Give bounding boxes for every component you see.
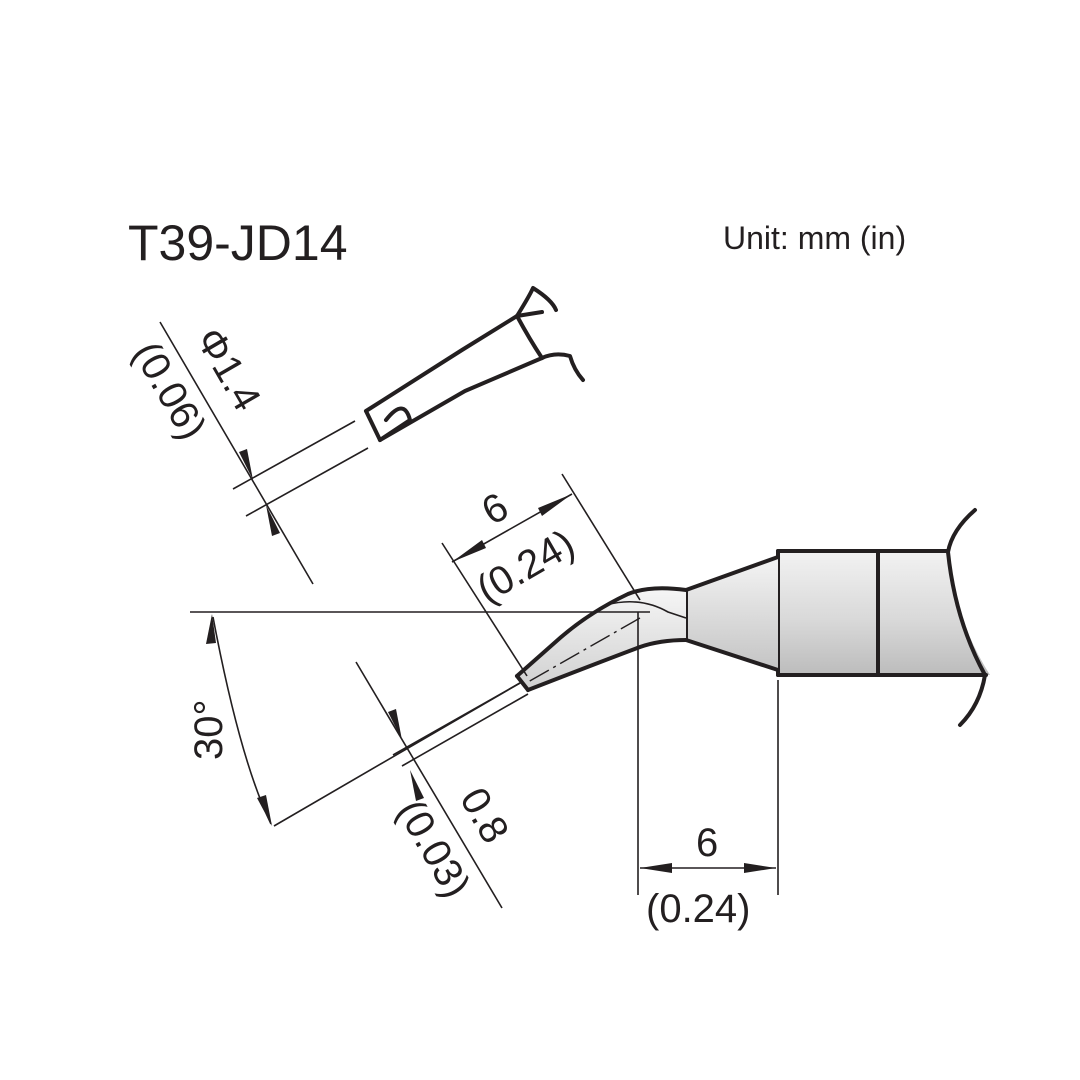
main-side-view (515, 508, 990, 727)
angle-label: 30° (187, 700, 231, 761)
tip-length-label: 6 (475, 485, 516, 534)
tip-detail-view (364, 286, 585, 442)
bend-length-inch-label: (0.24) (646, 887, 751, 931)
unit-label: Unit: mm (in) (723, 220, 906, 256)
tip-length-inch-label: (0.24) (470, 521, 582, 611)
tip-length-dimension (441, 473, 641, 677)
title: T39-JD14 (128, 215, 348, 271)
bend-length-dimension (637, 612, 779, 895)
diameter-dimension (159, 321, 369, 585)
bend-length-label: 6 (696, 821, 718, 865)
thickness-dimension (355, 661, 529, 909)
